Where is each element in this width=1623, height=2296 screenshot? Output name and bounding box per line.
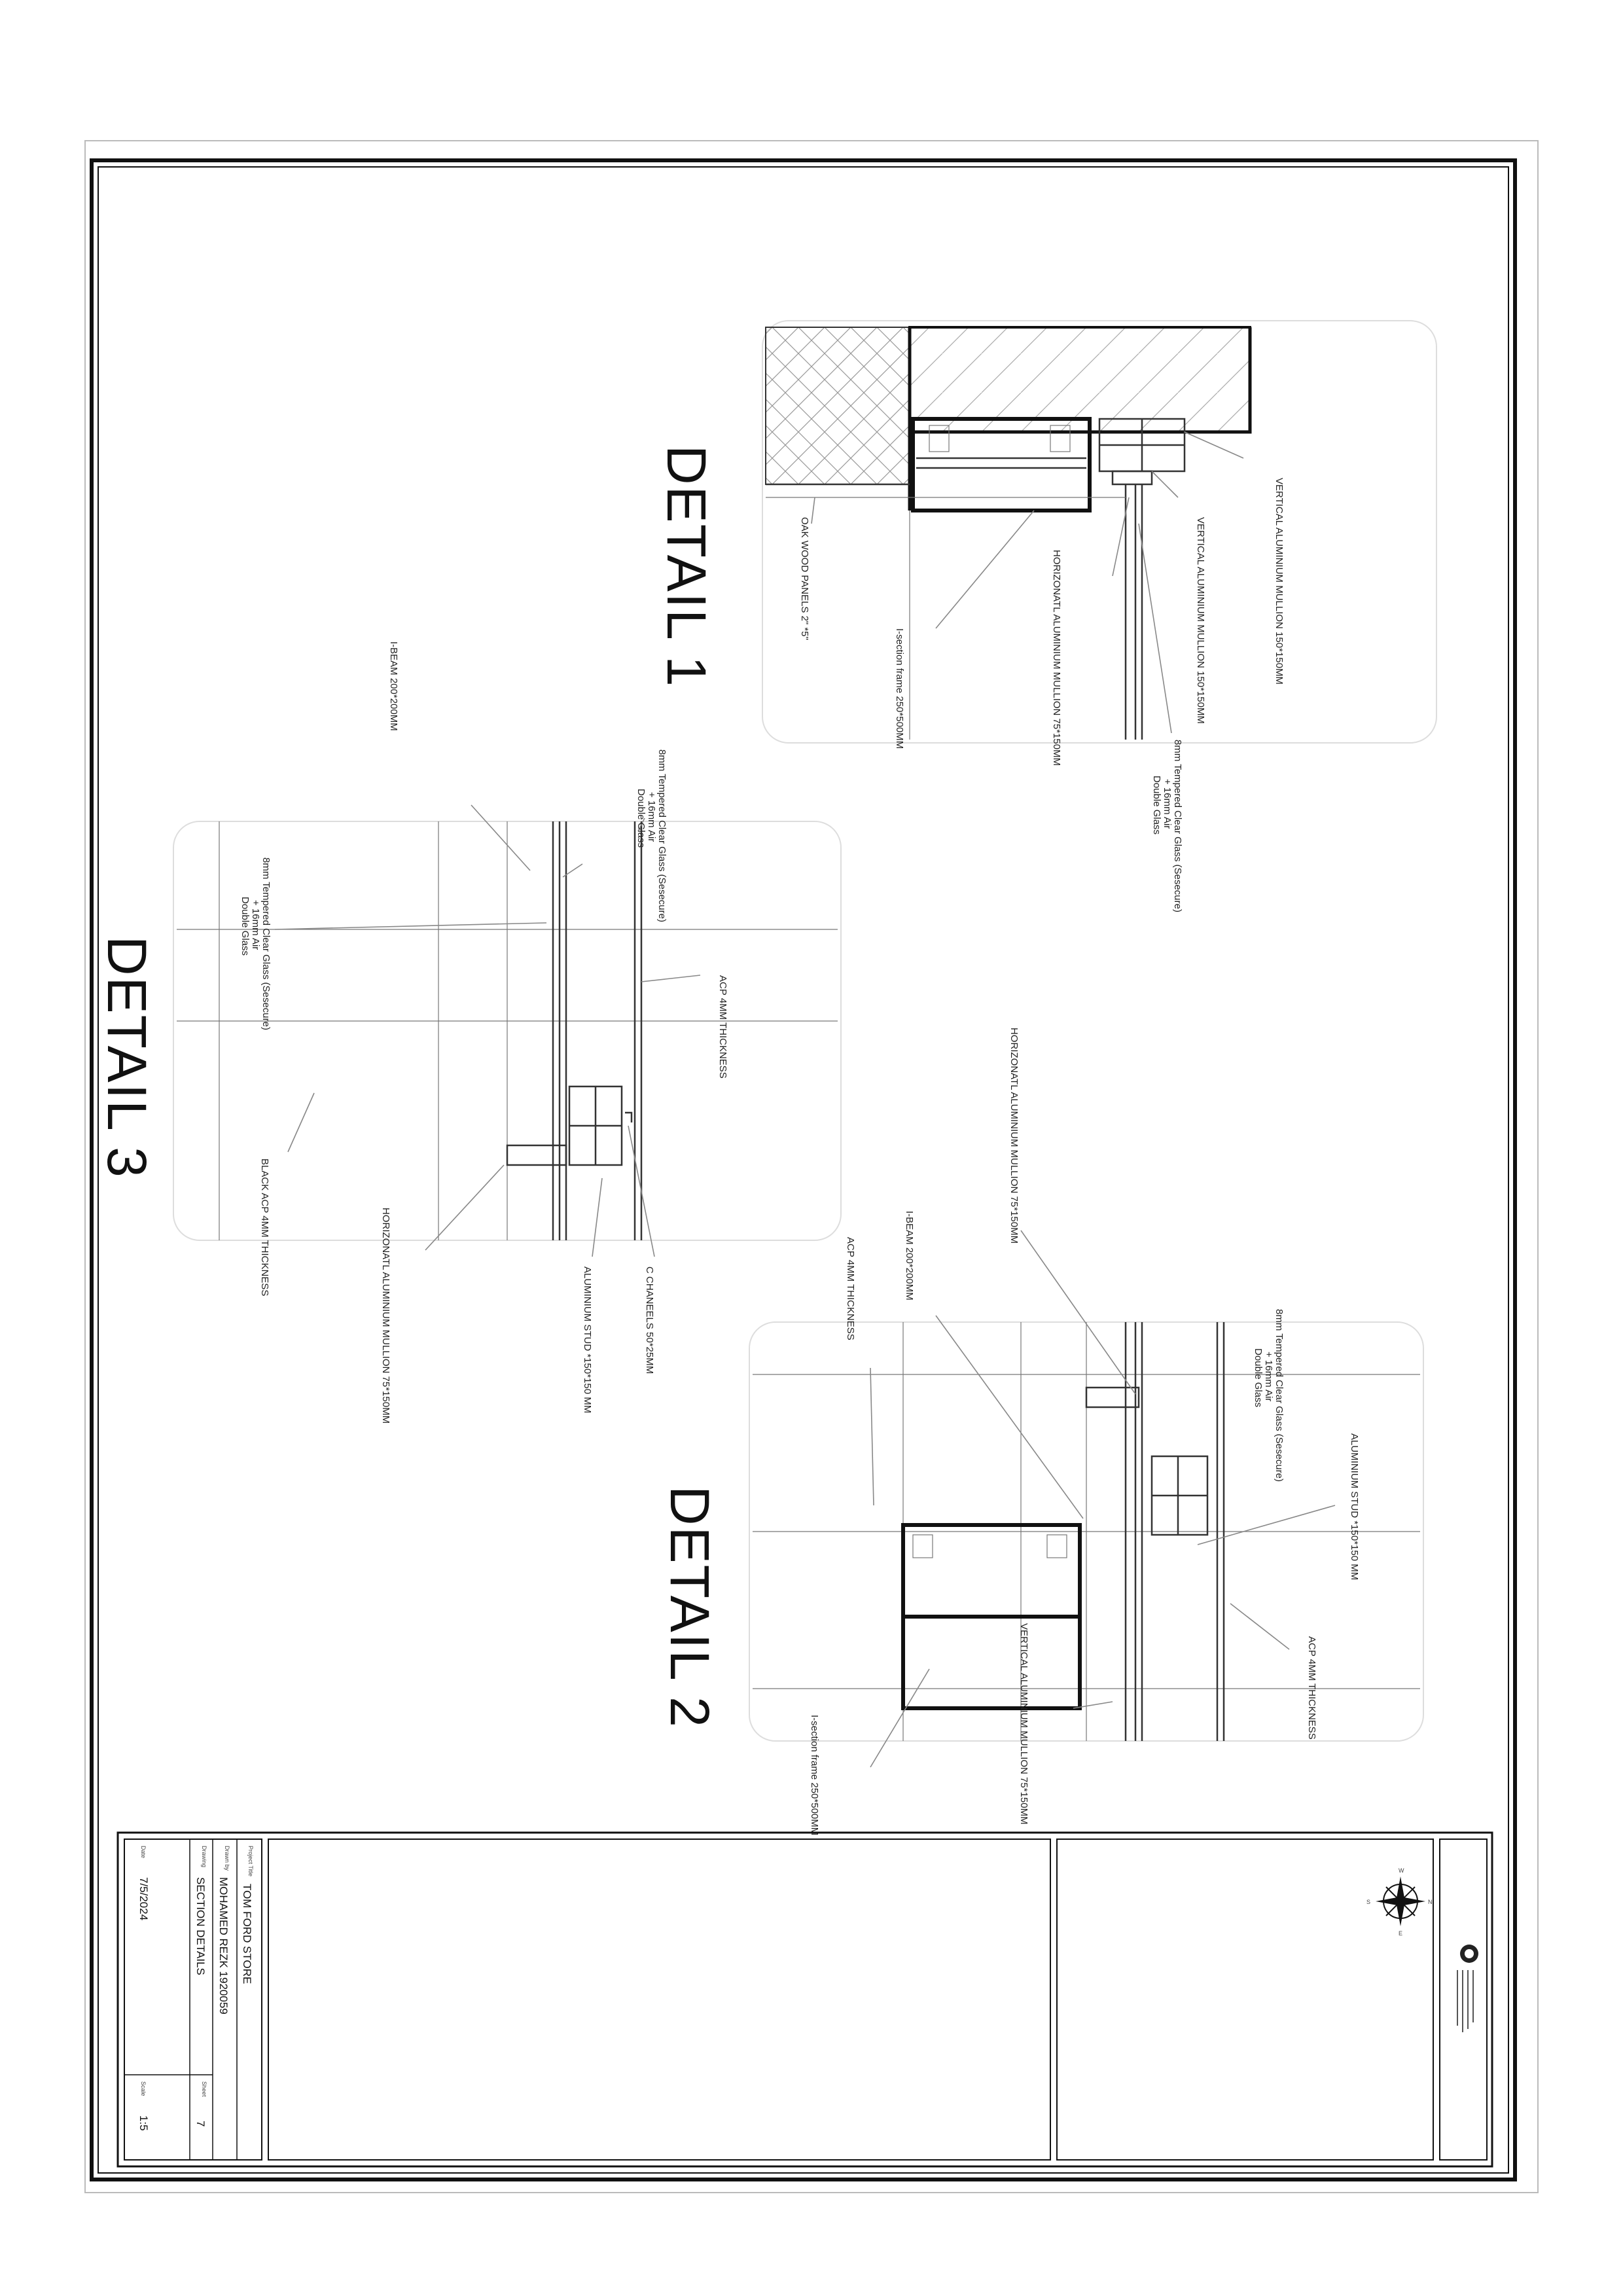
detail-1-label: VERTICAL ALUMINIUM MULLION 150*150MM [1274, 478, 1285, 685]
detail-2-label: HORIZONATL ALUMINIUM MULLION 75*150MM [1008, 1028, 1020, 1244]
detail-2: DETAIL 2 HORIZONATL ALUMINIUM MULLION 75… [659, 1028, 1424, 1835]
detail-3-label: BLACK ACP 4MM THICKNESS [259, 1158, 270, 1296]
detail-3-label: ACP 4MM THICKNESS [717, 975, 728, 1079]
detail-1-label: I-section frame 250*500MM [894, 628, 905, 749]
svg-text:N: N [1428, 1899, 1433, 1905]
detail-3-label: Double Glass [240, 897, 251, 956]
logo-box [1439, 1839, 1488, 2161]
detail-3-label: I-BEAM 200*200MM [388, 641, 399, 731]
detail-2-label: VERTICAL ALUMINIUM MULLION 75*150MM [1018, 1623, 1029, 1825]
detail-2-label: + 16mm Air [1263, 1352, 1274, 1401]
detail-3-label: ALUMINIUM STUD *150*150 MM [582, 1266, 593, 1413]
detail-1-label: + 16mm Air [1162, 779, 1173, 829]
legend-box [1056, 1839, 1434, 2161]
outer-border [84, 140, 1539, 2193]
detail-2-label: 8mm Tempered Clear Glass (Sesecure) [1274, 1309, 1285, 1482]
detail-3: DETAIL 3 I-BEAM 200*200MM ACP 4MM THICKN… [96, 641, 842, 1424]
svg-text:Scale: Scale [140, 2081, 147, 2096]
drawing-name: SECTION DETAILS [194, 1877, 207, 1975]
detail-1-label: HORIZONATL ALUMINIUM MULLION 75*150MM [1051, 550, 1062, 766]
detail-3-label: + 16mm Air [250, 900, 261, 950]
detail-2-label: ACP 4MM THICKNESS [1306, 1636, 1317, 1740]
notes-box [268, 1839, 1051, 2161]
svg-text:Date: Date [140, 1846, 147, 1858]
detail-3-label: + 16mm Air [646, 792, 657, 842]
detail-3-label: 8mm Tempered Clear Glass (Sesecure) [656, 749, 668, 922]
svg-text:Drawing: Drawing [201, 1846, 207, 1867]
inner-border [90, 158, 1517, 2181]
detail-2-label: I-section frame 250*500MM [809, 1715, 820, 1835]
detail-2-label: Double Glass [1253, 1348, 1264, 1407]
detail-1-frame [762, 320, 1437, 744]
detail-1-label: Double Glass [1151, 776, 1162, 834]
detail-1: DETAIL 1 VERTICAL ALUMINIUM MULLION 150*… [656, 320, 1437, 912]
project-title: TOM FORD STORE [241, 1884, 253, 1984]
svg-text:S: S [1366, 1899, 1370, 1905]
detail-1-label: VERTICAL ALUMINIUM MULLION 150*150MM [1195, 517, 1206, 724]
detail-1-title: DETAIL 1 [656, 445, 717, 688]
svg-text:Drawn by: Drawn by [224, 1846, 230, 1871]
detail-3-label: Double Glass [635, 789, 647, 848]
university-logo-icon [1457, 1945, 1478, 2032]
detail-3-title: DETAIL 3 [96, 936, 158, 1179]
scale: 1:5 [137, 2115, 150, 2131]
detail-2-label: I-BEAM 200*200MM [904, 1211, 915, 1300]
date: 7/5/2024 [137, 1877, 150, 1920]
svg-text:W: W [1399, 1867, 1404, 1874]
title-block: Project Title TOM FORD STORE Drawn by MO… [116, 1831, 1493, 2168]
svg-text:E: E [1399, 1930, 1402, 1937]
detail-1-label: OAK WOOD PANELS 2" *5" [799, 517, 810, 640]
detail-1-label: 8mm Tempered Clear Glass (Sesecure) [1172, 740, 1183, 912]
drawn-by: MOHAMED REZK 1920059 [217, 1877, 230, 2015]
sheet-number: 7 [194, 2121, 207, 2126]
detail-2-label: ACP 4MM THICKNESS [845, 1237, 856, 1340]
detail-3-label: 8mm Tempered Clear Glass (Sesecure) [260, 857, 272, 1030]
detail-2-label: ALUMINIUM STUD *150*150 MM [1349, 1433, 1360, 1580]
detail-3-label: C CHANEELS 50*25MM [644, 1266, 655, 1374]
detail-2-title: DETAIL 2 [659, 1486, 721, 1729]
svg-text:Sheet: Sheet [201, 2081, 207, 2097]
detail-3-label: HORIZONATL ALUMINIUM MULLION 75*150MM [380, 1208, 391, 1424]
north-arrow-icon: N E S W [1366, 1867, 1433, 1937]
svg-text:Project Title: Project Title [247, 1846, 254, 1876]
